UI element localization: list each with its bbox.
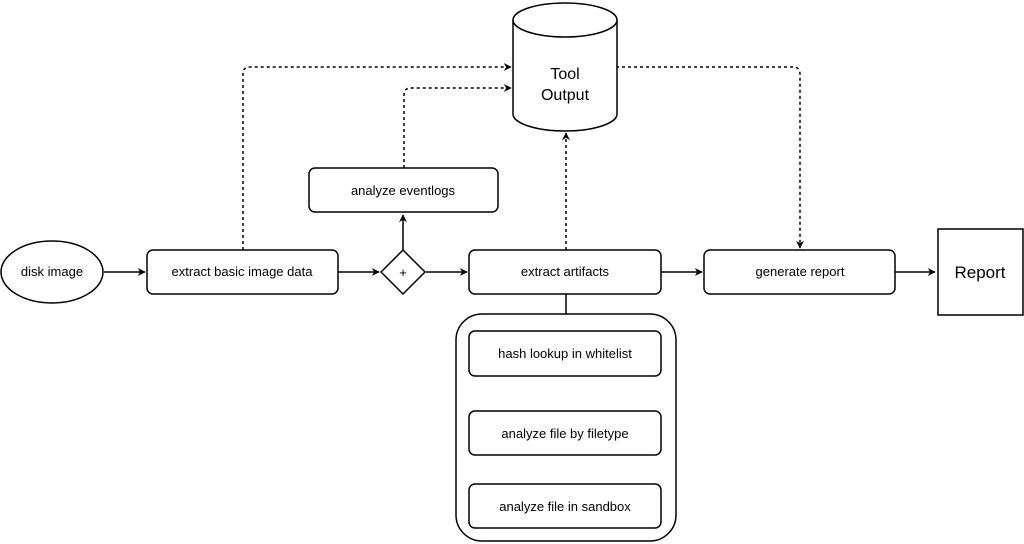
- node-parallel-gateway: +: [379, 248, 427, 296]
- node-analyze-eventlogs: analyze eventlogs: [308, 167, 499, 213]
- extract-artifacts-label: extract artifacts: [521, 264, 610, 279]
- node-tool-output-database: Tool Output: [512, 2, 618, 132]
- node-analyze-file-in-sandbox: analyze file in sandbox: [468, 483, 662, 529]
- edge-extract-basic-to-tool-output: [242, 63, 512, 250]
- analyze-filetype-label: analyze file by filetype: [501, 426, 628, 441]
- tool-output-label-line2: Output: [541, 87, 590, 104]
- disk-image-label: disk image: [21, 264, 83, 279]
- extract-basic-label: extract basic image data: [172, 264, 314, 279]
- node-analyze-file-by-filetype: analyze file by filetype: [468, 410, 662, 456]
- hash-lookup-label: hash lookup in whitelist: [498, 346, 632, 361]
- analyze-eventlogs-label: analyze eventlogs: [351, 183, 456, 198]
- analyze-sandbox-label: analyze file in sandbox: [499, 499, 631, 514]
- node-generate-report: generate report: [703, 249, 896, 295]
- generate-report-label: generate report: [756, 264, 845, 279]
- report-label: Report: [954, 263, 1005, 282]
- edge-tool-output-to-generate-report: [616, 66, 804, 249]
- node-hash-lookup: hash lookup in whitelist: [468, 330, 662, 377]
- dashed-edges: [242, 63, 804, 250]
- tool-output-label-line1: Tool: [550, 66, 579, 83]
- node-disk-image: disk image: [0, 240, 104, 304]
- node-extract-basic-image-data: extract basic image data: [146, 249, 339, 295]
- gateway-label: +: [399, 265, 407, 280]
- node-report: Report: [937, 228, 1024, 316]
- edge-eventlogs-to-tool-output: [403, 84, 512, 168]
- node-extract-artifacts: extract artifacts: [468, 249, 662, 295]
